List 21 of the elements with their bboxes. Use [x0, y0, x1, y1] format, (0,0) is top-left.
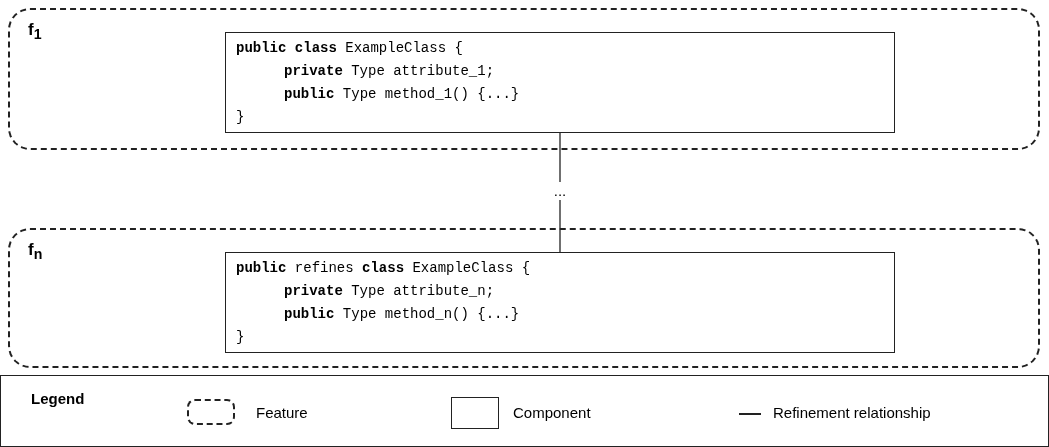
- code-line: public Type method_n() {...}: [283, 305, 521, 324]
- feature-label: f$_{1}$: [28, 20, 42, 43]
- code-line: }: [236, 328, 246, 347]
- legend-text: Refinement relationship: [773, 404, 931, 421]
- feature-boundary: [8, 8, 1040, 150]
- connector-line: [559, 132, 561, 183]
- legend-text: Component: [513, 404, 591, 421]
- code-line: public Type method_1() {...}: [283, 85, 521, 104]
- code-line: private Type attribute_1;: [283, 62, 496, 81]
- legend-text: Feature: [256, 404, 308, 421]
- feature-label: f$_{n}$: [28, 240, 43, 263]
- code-line: public class ExampleClass {: [236, 39, 464, 58]
- connector-line: [559, 199, 561, 253]
- code-line: private Type attribute_n;: [283, 282, 496, 301]
- legend-title: Legend: [31, 390, 85, 407]
- code-line: public refines class ExampleClass {: [236, 259, 532, 278]
- code-box: [225, 252, 895, 353]
- ellipsis-text: ...: [540, 182, 580, 200]
- code-line: }: [236, 108, 246, 127]
- code-box: [225, 32, 895, 133]
- feature-boundary: [8, 228, 1040, 368]
